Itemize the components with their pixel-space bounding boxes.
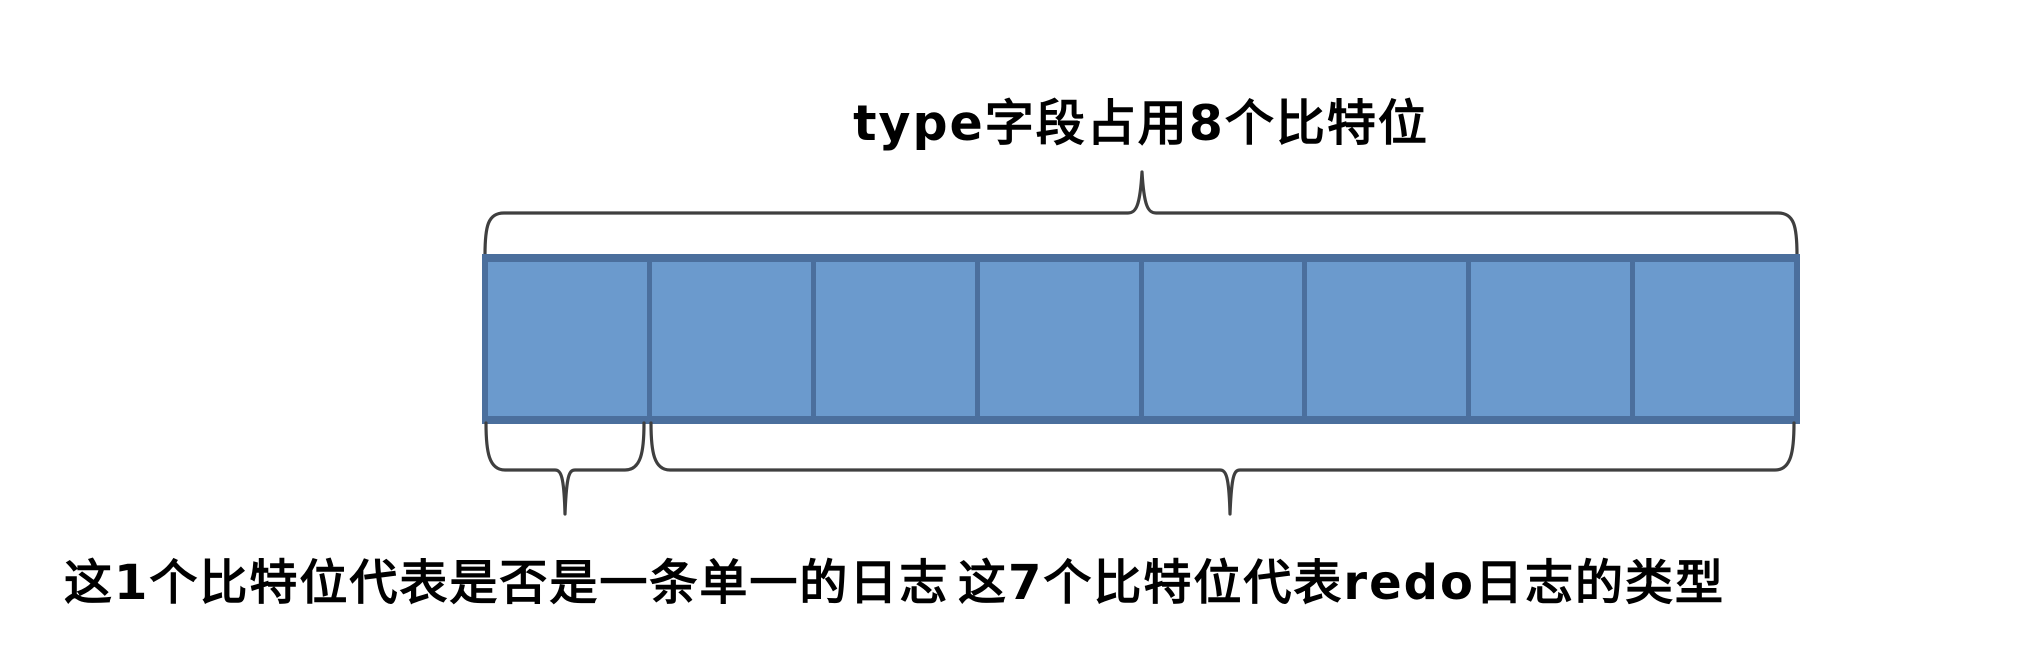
bit-cell-7 — [1471, 262, 1631, 416]
bottom-right-brace — [649, 421, 1796, 516]
bottom-left-brace-path — [484, 421, 646, 516]
bit-cell-6 — [1307, 262, 1467, 416]
top-brace-path — [483, 170, 1799, 257]
bit-cell-8 — [1635, 262, 1794, 416]
bit-cell-2 — [651, 262, 811, 416]
bit-row — [482, 254, 1800, 424]
bottom-left-brace — [484, 421, 646, 516]
bit-cell-4 — [979, 262, 1139, 416]
bit-cell-1 — [488, 262, 647, 416]
bits7-meaning-label: 这7个比特位代表redo日志的类型 — [958, 555, 1725, 611]
top-brace — [483, 170, 1799, 257]
bit-cell-3 — [815, 262, 975, 416]
bit-cell-5 — [1143, 262, 1303, 416]
bit1-meaning-label: 这1个比特位代表是否是一条单一的日志 — [64, 555, 950, 611]
diagram-title: type字段占用8个比特位 — [853, 95, 1429, 152]
bottom-right-brace-path — [649, 421, 1796, 516]
